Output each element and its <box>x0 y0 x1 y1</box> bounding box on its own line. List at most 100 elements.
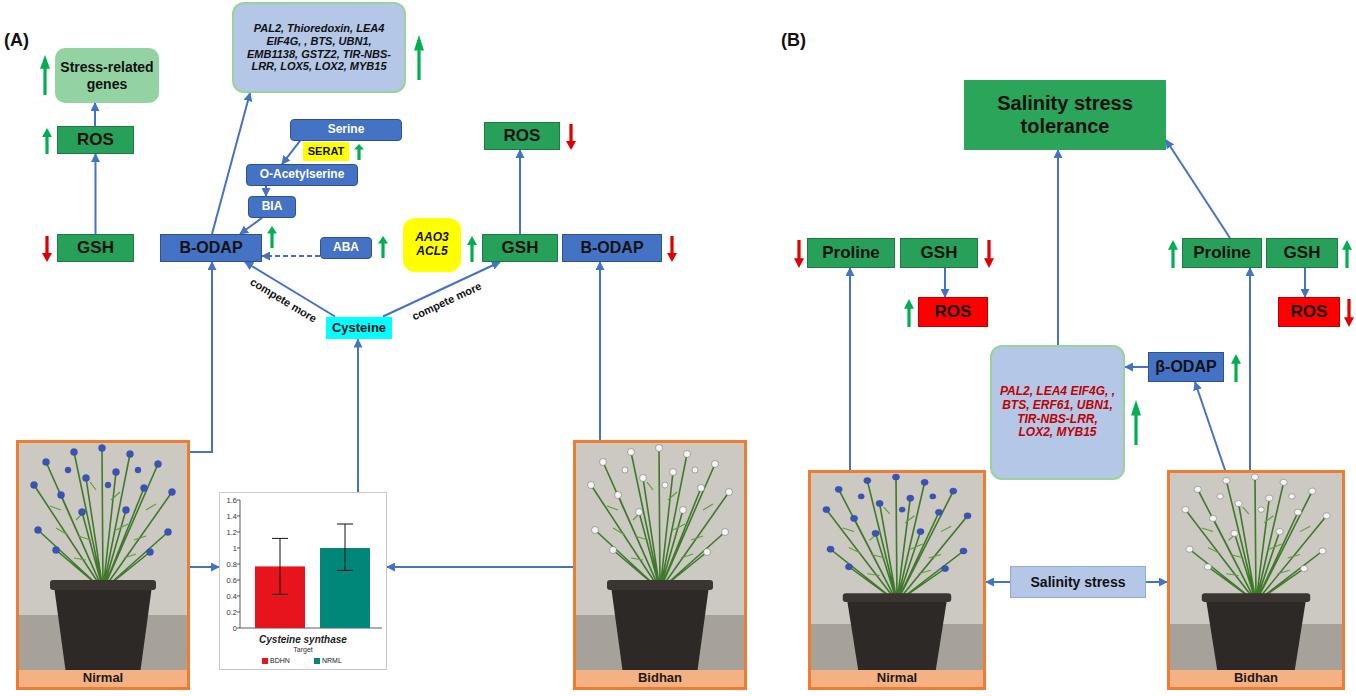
node-text: ABA <box>333 241 359 255</box>
node-text: B-ODAP <box>179 239 242 257</box>
gene-box: AAO3 ACL5 <box>403 218 461 272</box>
axis-ticks <box>237 500 240 628</box>
metabolite-box: ROS <box>1278 297 1340 327</box>
node-text: GSH <box>77 238 114 258</box>
category-box: Stress-related genes <box>55 48 159 103</box>
node-text: Proline <box>822 243 880 263</box>
node-text: Cysteine synthase <box>259 634 347 646</box>
up-arrow <box>1168 240 1178 268</box>
node-text: ROS <box>1291 302 1328 322</box>
arrow-connector <box>1125 366 1148 368</box>
arrow-connector <box>1166 140 1230 238</box>
metabolite-box: GSH <box>57 234 134 262</box>
panel-label: (B) <box>781 30 806 51</box>
axis-tick-label: 1.6 <box>220 496 237 505</box>
node-text: Nirmal <box>811 670 983 687</box>
metabolite-box: GSH <box>900 238 978 268</box>
node-text: ROS <box>935 302 972 322</box>
down-arrow <box>42 236 52 262</box>
plant-photo-frame: Nirmal <box>808 470 986 690</box>
node-text: Bidhan <box>1170 670 1342 687</box>
gene-list-box: PAL2, Thioredoxin, LEA4 EIF4G, , BTS, UB… <box>232 2 406 93</box>
legend-text: BDHN <box>270 657 290 665</box>
error-bars <box>272 524 353 594</box>
panel-label: (A) <box>4 30 29 51</box>
up-arrow <box>904 299 914 327</box>
legend-swatch <box>314 658 320 664</box>
up-arrow <box>40 55 50 95</box>
arrow-connector <box>519 150 521 234</box>
node-text: Serine <box>328 123 365 137</box>
node-text: GSH <box>1284 243 1321 263</box>
node-text: B-ODAP <box>580 239 643 257</box>
plant-photo <box>1167 470 1345 690</box>
bar-chart <box>219 492 387 670</box>
node-text: Bidhan <box>576 670 744 687</box>
arrow-connector <box>282 141 300 164</box>
hormone-box: ABA <box>320 237 372 259</box>
down-arrow <box>566 124 576 150</box>
arrow-connector <box>95 154 97 234</box>
arrow-connector <box>1249 268 1251 470</box>
node-text: AAO3 ACL5 <box>407 231 457 259</box>
arrow-connector <box>986 581 1010 583</box>
axis-tick-label: 0 <box>220 624 237 633</box>
arrow-connector <box>262 255 320 257</box>
node-text: Stress-related genes <box>60 59 154 91</box>
axis-tick-label: 1.2 <box>220 528 237 537</box>
gene-list-box: PAL2, LEA4 EIF4G, , BTS, ERF61, UBN1, TI… <box>990 345 1125 480</box>
arrow-connector <box>1195 382 1225 470</box>
node-text: GSH <box>921 243 958 263</box>
metabolite-box: ROS <box>918 297 988 327</box>
enzyme-label: SERAT <box>303 142 349 161</box>
node-text: Nirmal <box>19 670 187 687</box>
metabolite-box: B-ODAP <box>160 234 262 262</box>
metabolite-box: BIA <box>248 196 296 218</box>
plant-photo-frame: Nirmal <box>16 440 190 690</box>
legend-swatch <box>262 658 268 664</box>
arrow-connector <box>265 186 267 196</box>
axis-title: Target <box>283 646 323 654</box>
down-arrow <box>794 240 804 268</box>
up-arrow <box>467 236 477 262</box>
metabolite-box: ROS <box>57 126 134 154</box>
node-text: O-Acetylserine <box>260 168 345 182</box>
plant-photo-frame: Bidhan <box>1167 470 1345 690</box>
treatment-box: Salinity stress <box>1010 566 1146 598</box>
node-text: Salinity stress <box>1031 574 1126 590</box>
node-text: Proline <box>1193 243 1251 263</box>
metabolite-box: GSH <box>482 234 558 262</box>
metabolite-box: Proline <box>807 238 895 268</box>
down-arrow <box>667 236 677 262</box>
down-arrow <box>1344 299 1354 327</box>
metabolite-box: Cysteine <box>326 317 392 340</box>
plant-photo-frame: Bidhan <box>573 440 747 690</box>
node-text: GSH <box>502 238 539 258</box>
arrow-connector <box>212 93 250 234</box>
node-text: SERAT <box>308 145 344 158</box>
chart-ground <box>219 492 387 670</box>
metabolite-box: Serine <box>290 119 402 141</box>
metabolite-box: O-Acetylserine <box>246 164 358 186</box>
axis-tick-label: 1 <box>220 544 237 553</box>
metabolite-box: β-ODAP <box>1148 352 1224 382</box>
outcome-box: Salinity stress tolerance <box>964 80 1166 150</box>
axis-tick-label: 0.4 <box>220 592 237 601</box>
arrow-connector <box>357 340 359 493</box>
plant-photo <box>808 470 986 690</box>
up-arrow <box>378 236 388 258</box>
node-text: PAL2, Thioredoxin, LEA4 EIF4G, , BTS, UB… <box>241 22 397 73</box>
up-arrow <box>1131 400 1141 445</box>
arrow-connector <box>190 566 219 568</box>
legend-text: NRML <box>322 657 342 665</box>
node-text: PAL2, LEA4 EIF4G, , BTS, ERF61, UBN1, TI… <box>999 385 1116 440</box>
arrow-connector <box>1304 268 1306 297</box>
arrow-connector <box>944 268 946 297</box>
axis-tick-label: 0.6 <box>220 576 237 585</box>
up-arrow <box>42 128 52 154</box>
metabolite-box: GSH <box>1266 238 1338 268</box>
arrow-connector <box>387 566 573 568</box>
axis-tick-label: 1.4 <box>220 512 237 521</box>
node-text: ROS <box>77 130 114 150</box>
